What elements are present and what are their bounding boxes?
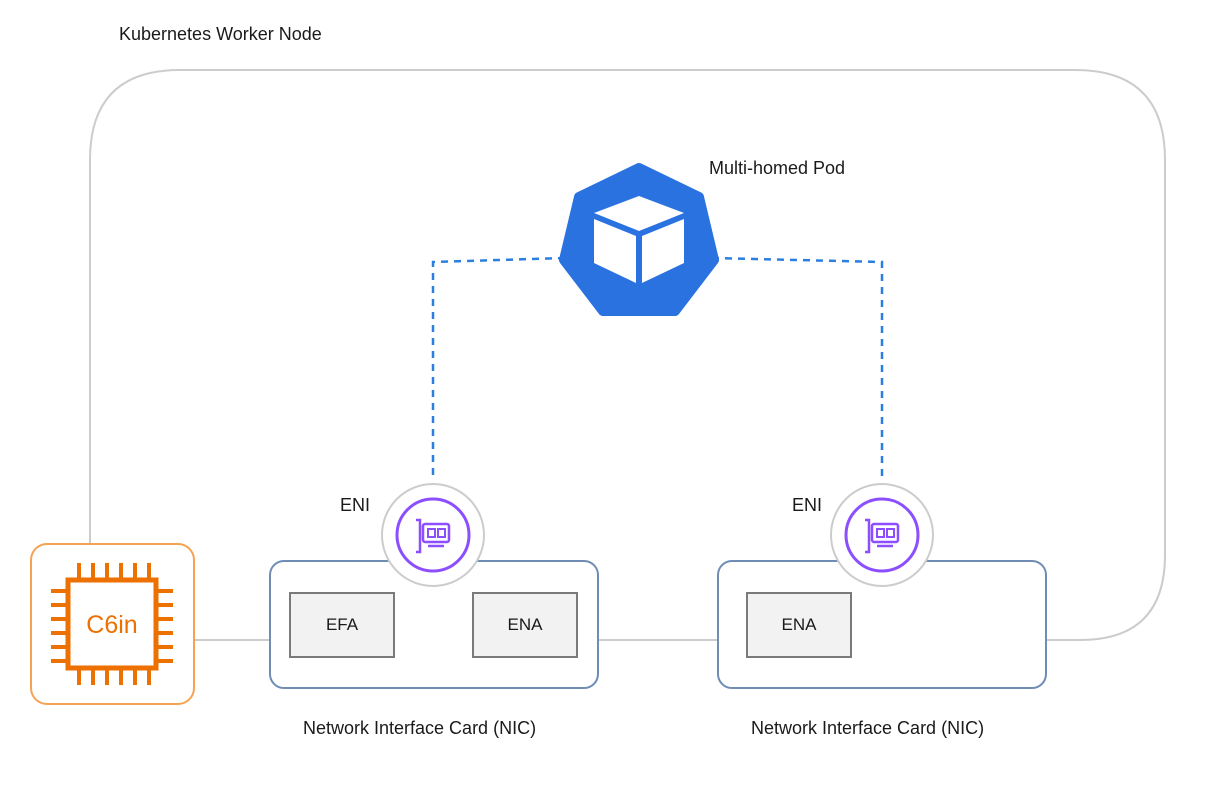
pod-to-eni1-link <box>431 256 566 480</box>
ena-adapter-2: ENA <box>746 592 852 658</box>
nic-label-2: Network Interface Card (NIC) <box>751 718 985 738</box>
ena-adapter-1: ENA <box>472 592 578 658</box>
nic-label-1: Network Interface Card (NIC) <box>303 718 537 738</box>
network-interface-card-icon <box>830 483 934 587</box>
network-interface-card-icon <box>381 483 485 587</box>
pod-to-eni2-link <box>711 256 884 480</box>
eni-label-1: ENI <box>340 495 371 515</box>
kubernetes-pod-cube-icon <box>559 163 719 316</box>
worker-node-boundary <box>89 69 1166 641</box>
ec2-instance-chip-icon: C6in <box>30 543 195 705</box>
pod-label: Multi-homed Pod <box>709 158 846 178</box>
instance-label: C6in <box>86 611 137 639</box>
efa-adapter: EFA <box>289 592 395 658</box>
eni-label-2: ENI <box>792 495 823 515</box>
worker-node-label: Kubernetes Worker Node <box>119 24 322 44</box>
